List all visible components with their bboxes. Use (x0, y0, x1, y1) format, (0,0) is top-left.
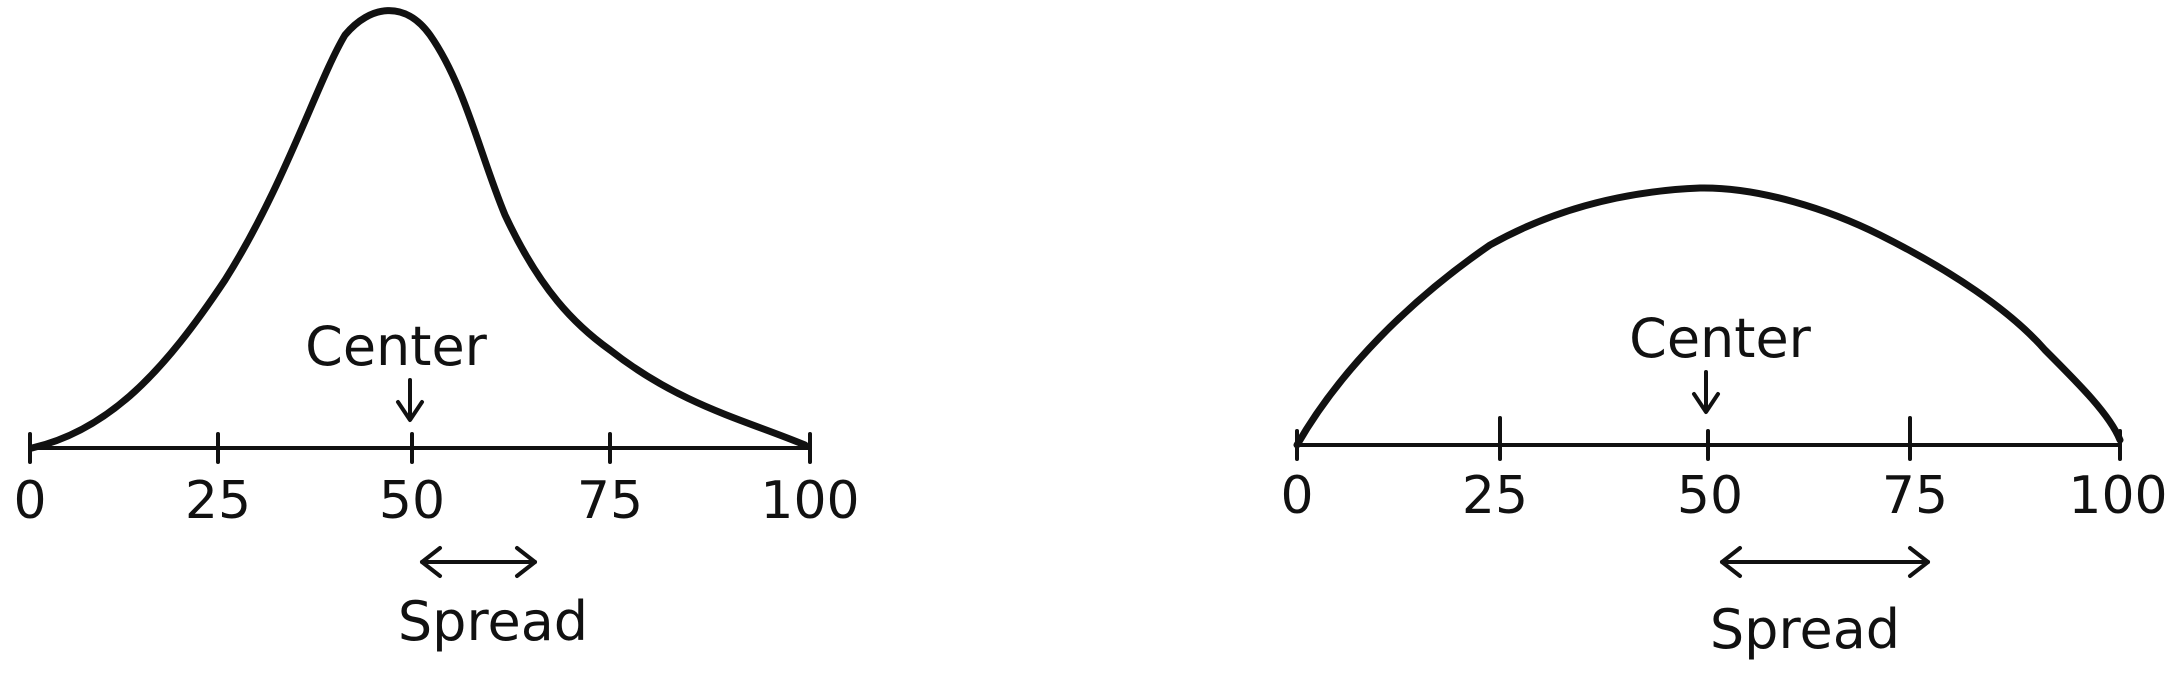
spread-double-arrow-icon (420, 546, 537, 578)
tick-label: 25 (185, 471, 251, 531)
spread-label: Spread (398, 590, 588, 653)
tick-label: 50 (379, 471, 445, 531)
tick-label: 100 (760, 471, 859, 531)
tick-label: 50 (1677, 466, 1743, 526)
tick-label: 100 (2068, 466, 2167, 526)
spread-label: Spread (1710, 598, 1900, 661)
tick-label: 0 (13, 471, 46, 531)
number-line (1295, 416, 2122, 461)
center-label: Center (1629, 307, 1812, 370)
panel-narrow-distribution: 0 25 50 75 100 Center Spread (13, 7, 860, 653)
tick-label: 75 (1882, 466, 1948, 526)
panel-wide-distribution: 0 25 50 75 100 Center Spread (1280, 184, 2168, 661)
tick-label: 25 (1462, 466, 1528, 526)
tick-label: 75 (577, 471, 643, 531)
spread-double-arrow-icon (1720, 546, 1930, 578)
center-label: Center (305, 315, 488, 378)
narrow-distribution-curve (28, 7, 809, 452)
wide-distribution-curve (1293, 184, 2124, 449)
tick-label: 0 (1280, 466, 1313, 526)
number-line (28, 432, 812, 464)
center-arrow-icon (1692, 370, 1720, 414)
center-arrow-icon (396, 378, 424, 422)
